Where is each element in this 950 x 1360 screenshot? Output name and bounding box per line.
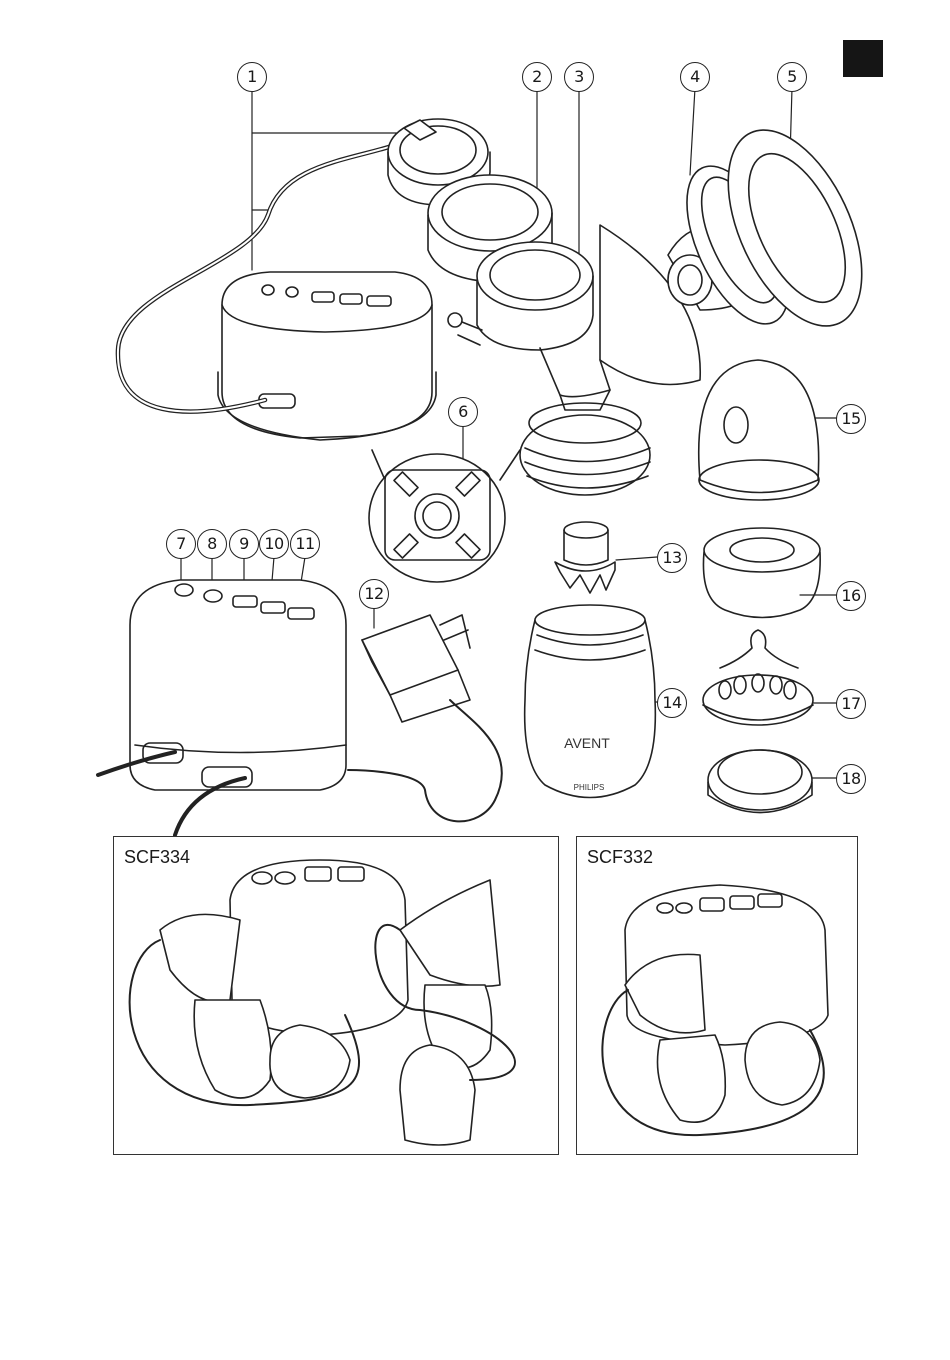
callout-12: 12 [359, 579, 389, 609]
teat-illustration [703, 630, 813, 725]
panel-scf332-label: SCF332 [587, 847, 653, 868]
panel-scf334: SCF334 [113, 836, 559, 1155]
callout-7: 7 [166, 529, 196, 559]
callout-5: 5 [777, 62, 807, 92]
callout-4: 4 [680, 62, 710, 92]
callout-10: 10 [259, 529, 289, 559]
callout-9: 9 [229, 529, 259, 559]
callout-6: 6 [448, 397, 478, 427]
bottle-brand-text: AVENT [564, 735, 610, 751]
callout-14: 14 [657, 688, 687, 718]
callout-1: 1 [237, 62, 267, 92]
massage-cushion-illustration [666, 110, 889, 347]
panel-scf332: SCF332 [576, 836, 858, 1155]
travel-cap-illustration [699, 360, 819, 500]
sealing-disc-illustration [708, 750, 812, 813]
callout-13: 13 [657, 543, 687, 573]
callout-17: 17 [836, 689, 866, 719]
callout-2: 2 [522, 62, 552, 92]
motor-base-illustration [369, 450, 520, 582]
control-panel-illustration [98, 580, 346, 835]
callout-3: 3 [564, 62, 594, 92]
valve-illustration [555, 522, 615, 593]
screw-ring-illustration [703, 528, 820, 618]
callout-16: 16 [836, 581, 866, 611]
motor-unit-illustration [118, 119, 490, 440]
pump-body-illustration [448, 225, 700, 495]
power-adapter-illustration [348, 615, 502, 821]
panel-scf334-label: SCF334 [124, 847, 190, 868]
bottle-maker-text: PHILIPS [574, 783, 605, 792]
bottle-illustration: AVENT PHILIPS [525, 605, 656, 798]
callout-8: 8 [197, 529, 227, 559]
callout-18: 18 [836, 764, 866, 794]
callout-15: 15 [836, 404, 866, 434]
callout-11: 11 [290, 529, 320, 559]
